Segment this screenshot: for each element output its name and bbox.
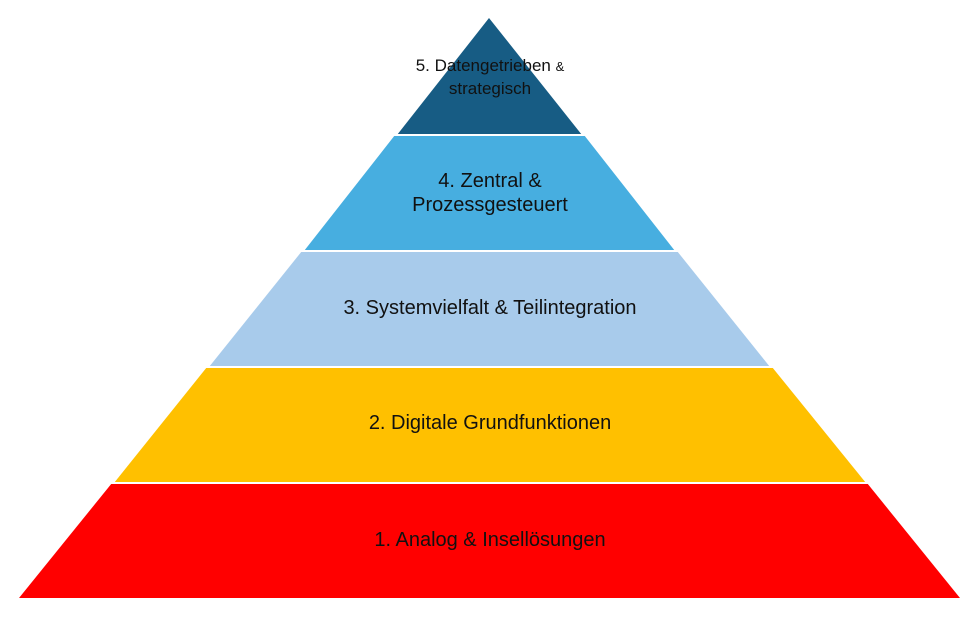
tier-5-label: 5. Datengetrieben & strategisch xyxy=(370,55,610,100)
tier-3-label: 3. Systemvielfalt & Teilintegration xyxy=(240,296,740,320)
pyramid-tier-5 xyxy=(397,18,582,135)
tier-5-label-line1-text: 5. Datengetrieben xyxy=(415,56,551,75)
tier-3-label-line1: 3. Systemvielfalt & Teilintegration xyxy=(343,297,637,319)
tier-5-label-line1-suffix: & xyxy=(555,59,565,74)
tier-4-label-line2: Prozessgesteuert xyxy=(412,194,568,216)
tier-5-label-line1: 5. Datengetrieben & xyxy=(370,55,610,78)
tier-1-label-line1: 1. Analog & Insellösungen xyxy=(374,529,606,551)
tier-separators xyxy=(110,134,869,484)
tier-4-label: 4. Zentral & Prozessgesteuert xyxy=(340,169,640,217)
tier-2-label-line1: 2. Digitale Grundfunktionen xyxy=(368,412,612,434)
pyramid-tier-4 xyxy=(304,135,675,251)
tier-2-label: 2. Digitale Grundfunktionen xyxy=(290,411,690,435)
pyramid-tier-3 xyxy=(209,251,770,367)
tier-1-label: 1. Analog & Insellösungen xyxy=(290,528,690,552)
pyramid-tier-2 xyxy=(114,367,866,483)
pyramid-tier-1 xyxy=(19,483,960,598)
tier-4-label-line1: 4. Zentral & xyxy=(438,170,542,192)
tier-5-label-line2: strategisch xyxy=(448,79,532,98)
